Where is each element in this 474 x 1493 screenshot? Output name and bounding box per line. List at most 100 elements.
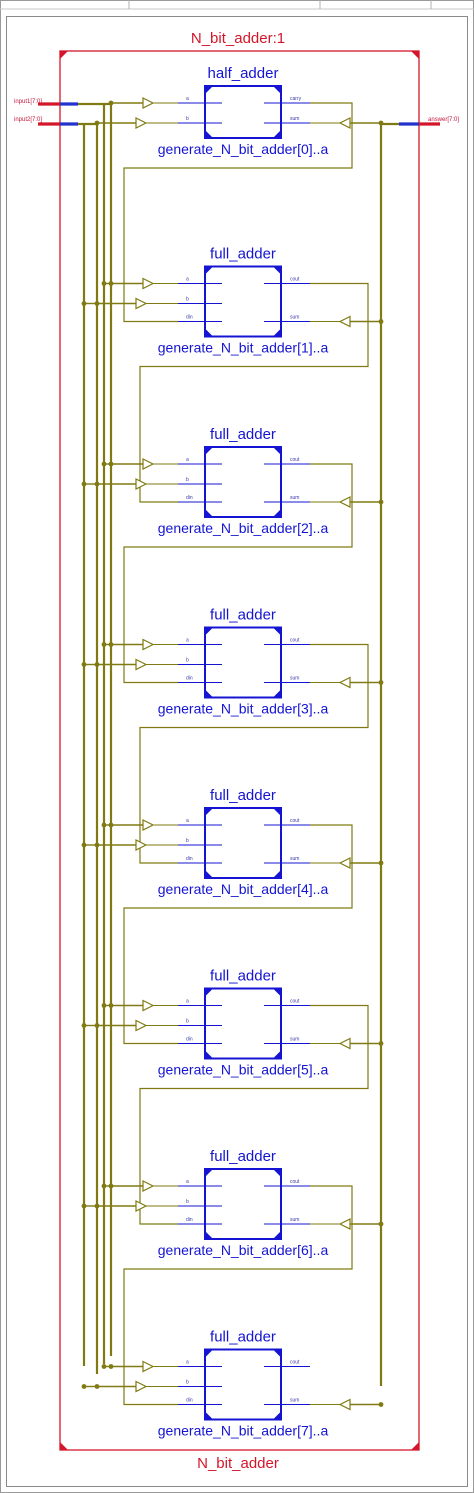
full-adder-type-label: full_adder [210, 426, 276, 443]
buffer-sum [338, 117, 351, 129]
port-label-b: b [186, 1380, 189, 1386]
block-corner [273, 627, 281, 636]
port-label-b: b [186, 838, 189, 844]
block-corner [273, 447, 281, 455]
buffer-a [142, 277, 155, 290]
input1-bit-bus [78, 102, 113, 1364]
port-label-sum: sum [290, 856, 299, 862]
junction-sum [378, 1041, 384, 1046]
buffer-b [135, 1200, 148, 1212]
port-label-b: b [186, 658, 189, 664]
buffer-sum [338, 315, 351, 328]
module-boundary[interactable] [59, 50, 420, 1451]
buffer-b [135, 1019, 148, 1032]
adder-stage-5[interactable]: full_adderabdincoutsumgenerate_N_bit_add… [81, 968, 384, 1225]
full-adder-type-label: full_adder [210, 607, 276, 624]
adder-stage-0[interactable]: half_adderabcarrysumgenerate_N_bit_adder… [94, 65, 384, 323]
junction-b2 [81, 1203, 87, 1209]
port-label-sum: sum [290, 1037, 299, 1043]
block-corner [205, 86, 213, 94]
full-adder-block [204, 626, 282, 699]
instance-name: generate_N_bit_adder[3]..a [158, 701, 329, 717]
buffer-sum [338, 1037, 351, 1050]
buffer-b [135, 839, 148, 851]
block-corner [273, 1349, 281, 1358]
block-corner [205, 870, 213, 878]
port-label-a: a [186, 999, 189, 1005]
adder-stage-6[interactable]: full_adderabdincoutsumgenerate_N_bit_add… [81, 1148, 384, 1406]
junction-a2 [101, 642, 107, 647]
junction-a2 [101, 822, 107, 828]
port-label-a: a [186, 96, 189, 102]
junction-sum [378, 120, 384, 126]
port-label-din: din [186, 856, 193, 862]
block-corner [273, 988, 281, 997]
adder-stage-3[interactable]: full_adderabdincoutsumgenerate_N_bit_add… [81, 607, 384, 864]
buffer-b [135, 478, 148, 490]
port-label-a: a [186, 1360, 189, 1366]
port-label-din: din [186, 1217, 193, 1223]
junction-sum [378, 319, 384, 324]
junction-a [108, 100, 114, 106]
junction-sum [378, 499, 384, 505]
instance-name: generate_N_bit_adder[1]..a [158, 340, 329, 356]
instance-name: generate_N_bit_adder[5]..a [158, 1062, 329, 1078]
junction-a2 [101, 1364, 107, 1369]
port-label-din: din [186, 1037, 193, 1043]
adder-stage-2[interactable]: full_adderabdincoutsumgenerate_N_bit_add… [81, 426, 384, 684]
junction-b [94, 120, 100, 126]
block-corner [205, 808, 213, 816]
full-adder-block [204, 807, 282, 879]
adder-stage-1[interactable]: full_adderabdincoutsumgenerate_N_bit_add… [81, 246, 384, 503]
block-outline [204, 626, 282, 699]
block-corner [205, 627, 213, 636]
block-outline [204, 987, 282, 1060]
block-corner [273, 870, 281, 878]
port-label-din: din [186, 676, 193, 682]
port-label-sum: sum [290, 1217, 299, 1223]
block-outline [204, 446, 282, 518]
port-label-sum: sum [290, 1398, 299, 1404]
full-adder-type-label: full_adder [210, 1329, 276, 1346]
block-corner [273, 328, 281, 337]
junction-b2 [81, 842, 87, 848]
full-adder-block [204, 987, 282, 1060]
block-corner [205, 328, 213, 337]
block-outline [204, 85, 282, 139]
junction-a2 [101, 461, 107, 467]
carry-chain-wire [123, 824, 353, 1045]
full-adder-block [204, 265, 282, 338]
full-adder-block [204, 446, 282, 518]
buffer-sum [338, 857, 351, 869]
port-label-b: b [186, 116, 189, 122]
port-label-b: b [186, 1019, 189, 1025]
block-corner [273, 266, 281, 275]
junction-a2 [101, 1003, 107, 1008]
block-corner [273, 1231, 281, 1239]
block-corner [205, 1349, 213, 1358]
junction-sum [378, 1221, 384, 1227]
output-bit-bus [379, 122, 399, 1386]
instance-name: generate_N_bit_adder[6]..a [158, 1242, 329, 1258]
buffer-sum [338, 1398, 351, 1411]
junction-b2 [81, 301, 87, 306]
block-corner [273, 1050, 281, 1059]
module-footer: N_bit_adder [197, 1455, 279, 1472]
port-label-b: b [186, 477, 189, 483]
carry-chain-wire [139, 643, 369, 864]
buffer-a [142, 458, 155, 470]
buffer-a [142, 819, 155, 831]
carry-chain-wire [139, 282, 369, 503]
port-label-cout: cout [290, 1179, 300, 1185]
output-port-label: answer[7:0] [428, 117, 459, 123]
port-label-a: a [186, 638, 189, 644]
buffer-sum [338, 676, 351, 689]
adder-stage-7[interactable]: full_adderabdincoutsumgenerate_N_bit_add… [81, 1329, 384, 1439]
block-corner [205, 447, 213, 455]
buffer-b [135, 117, 148, 129]
adder-stage-4[interactable]: full_adderabdincoutsumgenerate_N_bit_add… [81, 787, 384, 1045]
buffer-a [142, 97, 155, 109]
port-label-din: din [186, 495, 193, 501]
port-label-a: a [186, 1179, 189, 1185]
port-label-carry: carry [290, 96, 302, 102]
